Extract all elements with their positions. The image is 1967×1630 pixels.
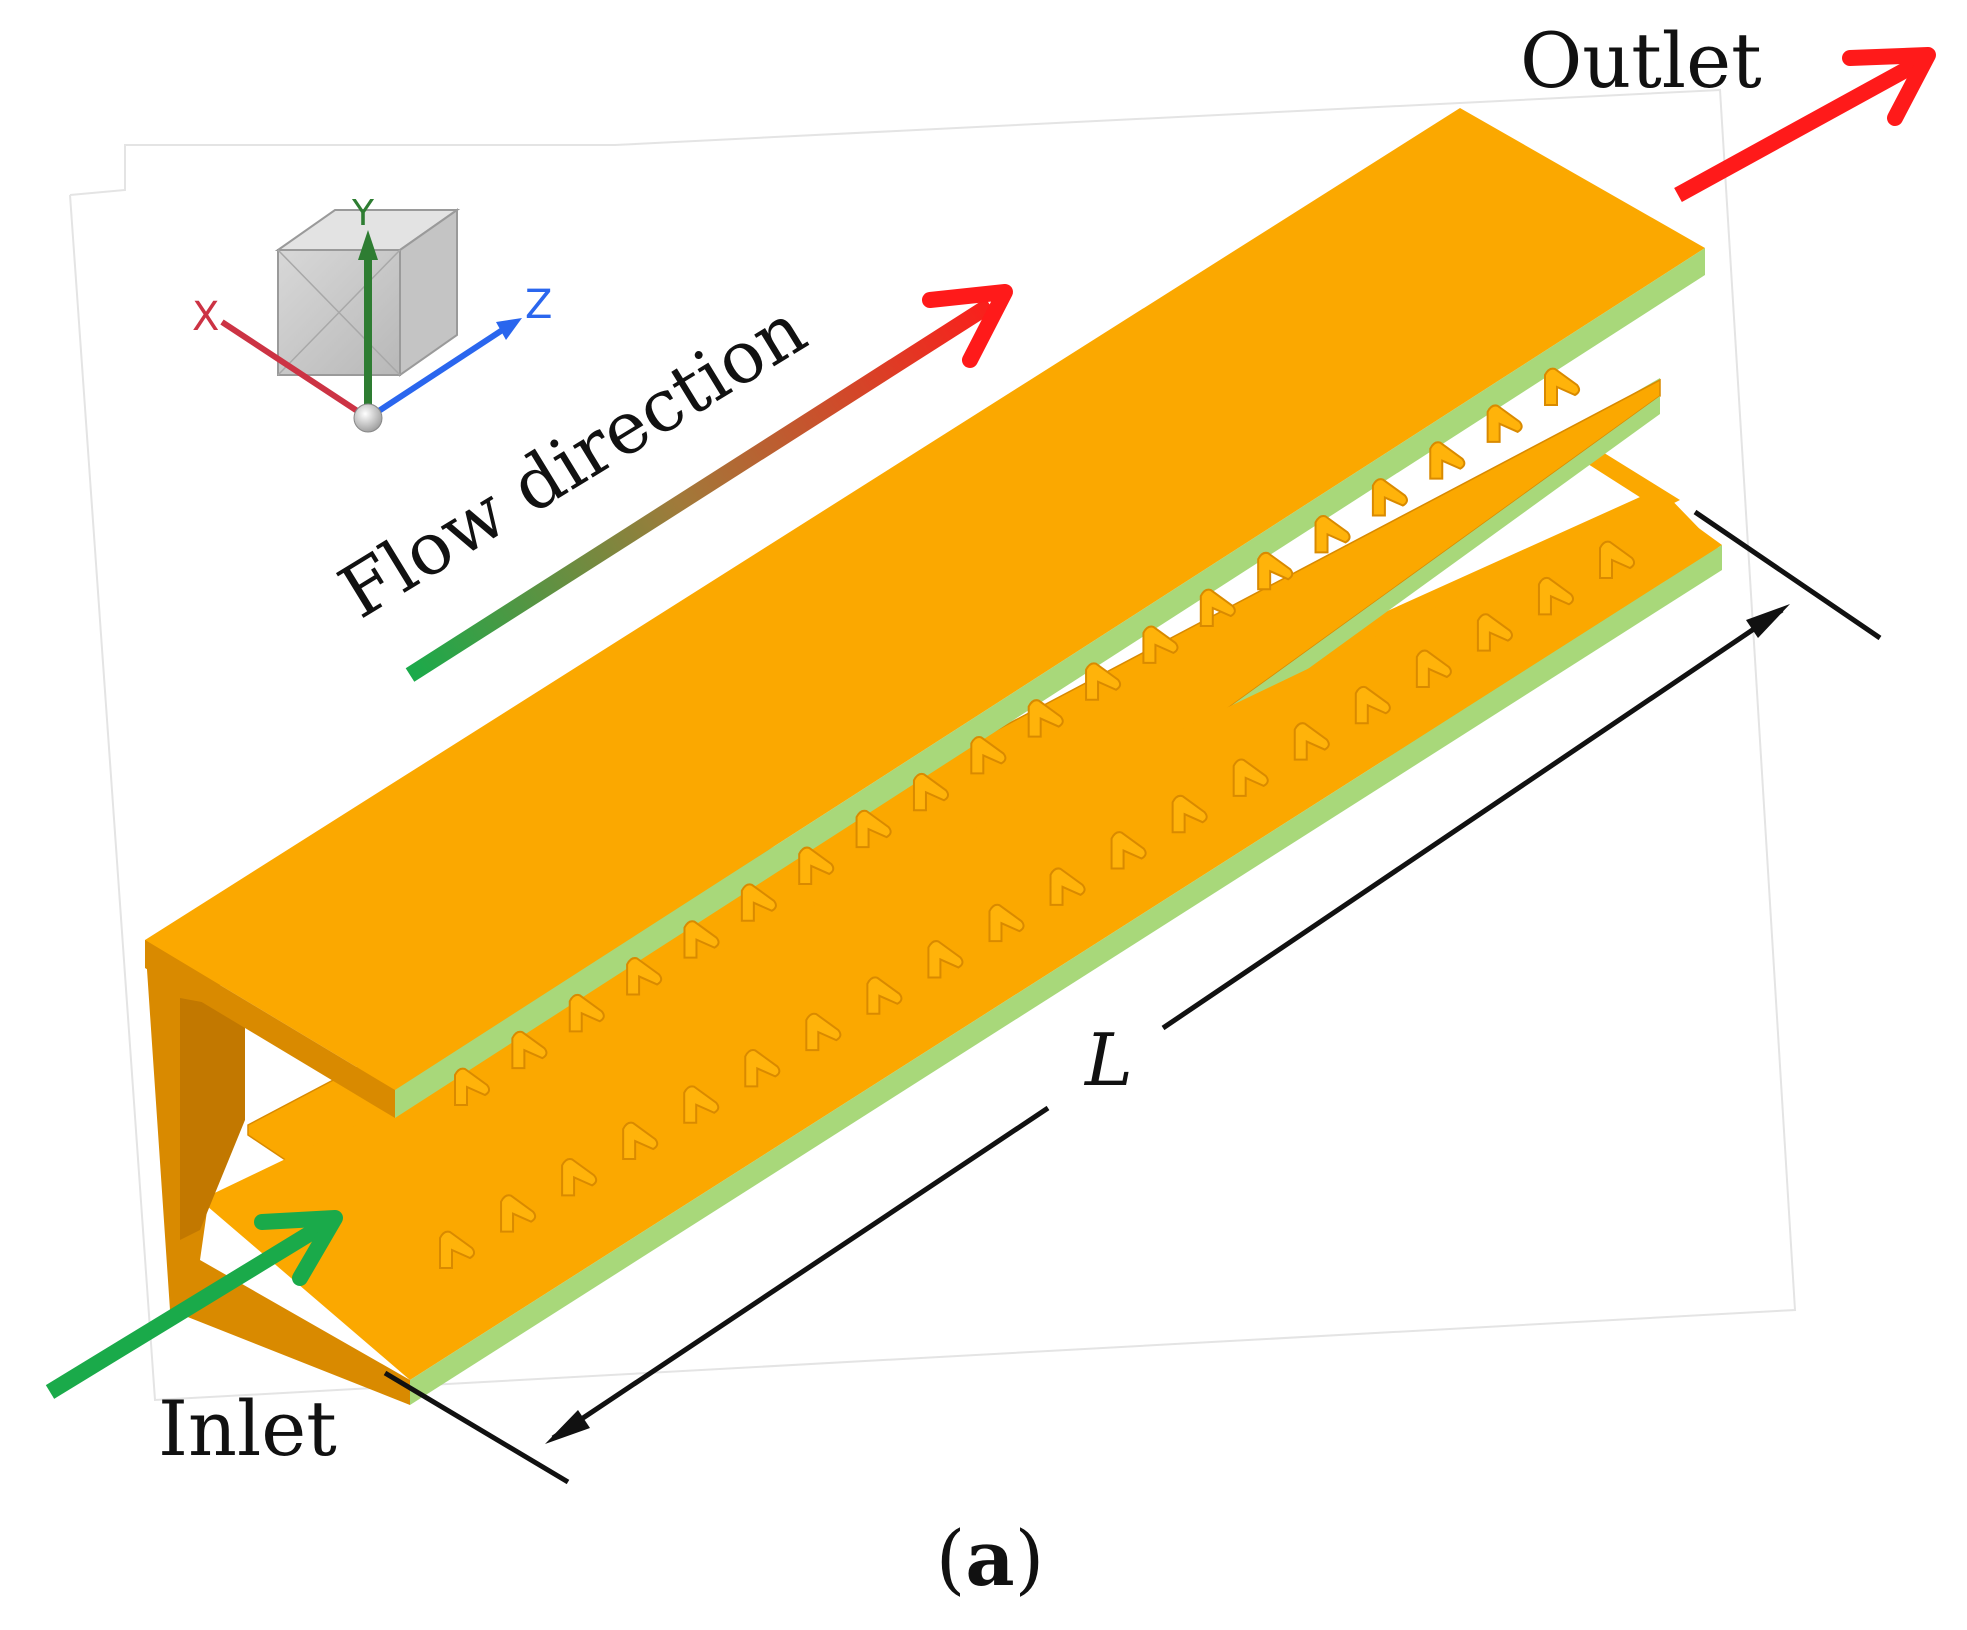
pin-fin — [1537, 576, 1575, 616]
axis-y-label: Y — [351, 193, 375, 234]
length-label: L — [1083, 1018, 1133, 1102]
pin-fin — [622, 1121, 659, 1161]
pin-fin — [1232, 758, 1269, 797]
pin-fin — [561, 1157, 598, 1197]
pin-fin — [626, 957, 663, 996]
x-axis-line — [220, 319, 370, 421]
pin-fin — [912, 772, 950, 812]
axis-z-label: Z — [525, 282, 552, 328]
pin-fin — [866, 976, 903, 1015]
pin-fin — [1085, 662, 1122, 701]
pin-fin — [805, 1012, 842, 1052]
axis-x-label: X — [192, 294, 219, 340]
pin-fin — [1110, 831, 1147, 870]
pin-fin — [1049, 867, 1086, 906]
heat-sink-model — [145, 108, 1722, 1405]
pin-fin — [1199, 588, 1236, 628]
pin-fin — [1142, 625, 1179, 664]
pin-fin — [683, 920, 720, 959]
pin-fin — [740, 883, 777, 922]
pin-fin — [683, 1085, 720, 1124]
outlet-arrow-icon — [1674, 47, 1936, 203]
z-axis-line — [366, 322, 512, 421]
pin-fin — [1486, 404, 1523, 443]
inlet-label: Inlet — [158, 1384, 337, 1473]
upper-pin-row — [454, 367, 1581, 1106]
top-plate-end — [145, 940, 395, 1118]
pin-fin — [454, 1067, 491, 1106]
pin-fin — [439, 1230, 476, 1269]
inlet-arrow-icon — [45, 1210, 343, 1399]
pin-fin — [798, 846, 835, 885]
pin-fin — [744, 1049, 781, 1088]
pin-fin — [1429, 441, 1466, 480]
dimension-arrow-icon — [383, 509, 1882, 1485]
base-plate-edge — [410, 545, 1722, 1405]
pin-fin — [970, 736, 1007, 775]
pin-fin — [855, 809, 892, 849]
pin-fin — [1415, 649, 1452, 688]
figure-caption: (a) — [936, 1514, 1045, 1603]
pin-fin — [1027, 699, 1064, 738]
pin-fin — [1257, 551, 1294, 591]
pin-fin — [511, 1030, 548, 1070]
pin-fin — [1544, 367, 1581, 406]
lower-pin-row — [439, 540, 1636, 1269]
pin-fin — [1354, 685, 1391, 725]
top-plate-face — [145, 108, 1705, 1090]
pin-fin — [1293, 722, 1330, 761]
triad-origin — [353, 403, 383, 433]
end-face-opening — [180, 998, 245, 1240]
pin-fin — [1171, 794, 1208, 834]
outlet-label: Outlet — [1520, 16, 1762, 105]
pin-fin — [1371, 478, 1408, 517]
pin-fin — [568, 993, 605, 1033]
axis-triad-icon: X Y Z — [192, 193, 552, 433]
base-plate-top — [200, 500, 1722, 1380]
flow-direction-arrow-icon — [405, 284, 1013, 682]
pin-fin — [1599, 540, 1636, 579]
pin-fin — [988, 903, 1025, 943]
pin-fin — [500, 1194, 537, 1233]
pin-fin — [1476, 613, 1513, 652]
top-plate-edge — [395, 248, 1705, 1118]
pin-fin — [1314, 514, 1351, 554]
pin-fin — [927, 940, 964, 979]
